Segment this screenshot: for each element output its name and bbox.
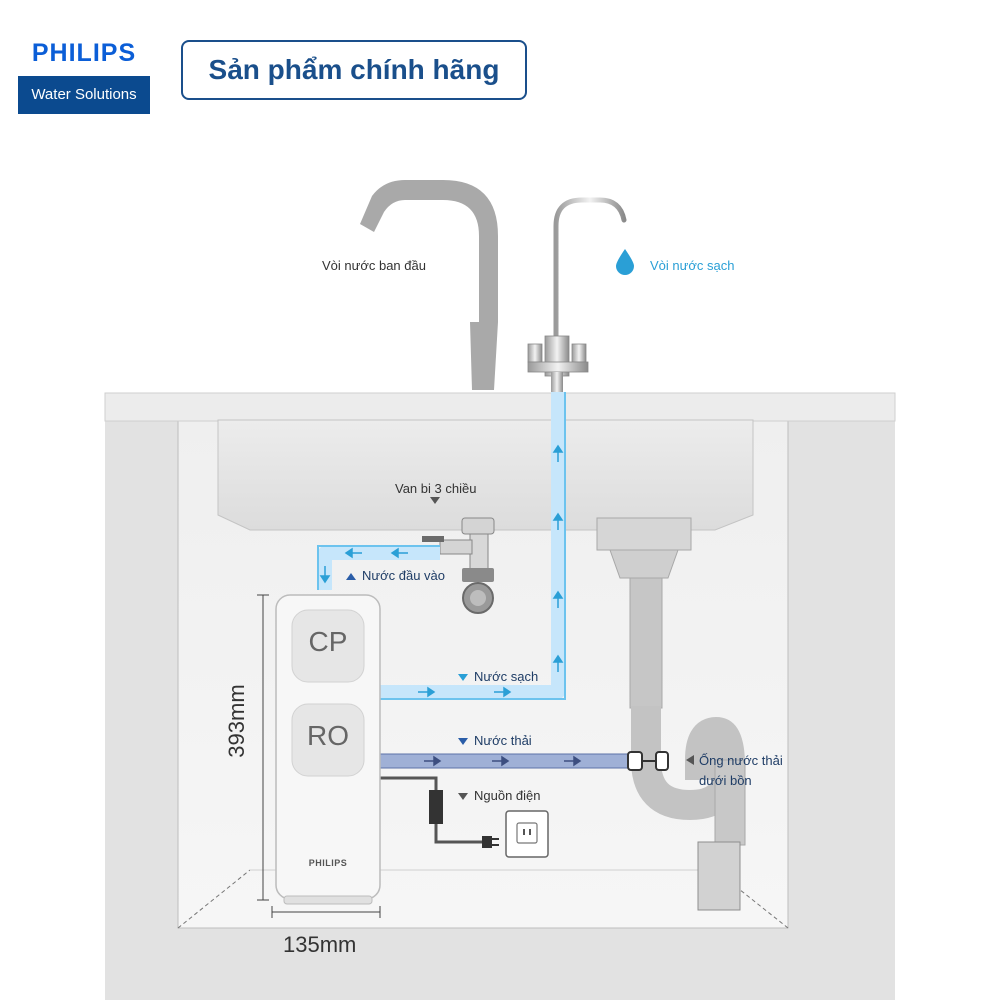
waste-pointer-icon <box>458 738 468 745</box>
label-drain-line2: dưới bồn <box>699 773 752 788</box>
logo-subtitle: Water Solutions <box>18 76 150 114</box>
drain-outlet <box>714 759 746 846</box>
dimension-height: 393mm <box>224 684 249 758</box>
cabinet-perspective-left <box>177 869 251 929</box>
waste-arrow-2 <box>492 755 510 767</box>
label-inlet: Nước đầu vào <box>362 568 445 583</box>
clean-pointer-icon <box>458 674 468 681</box>
label-power: Nguồn điện <box>474 788 541 803</box>
logo-wordmark: PHILIPS <box>31 39 137 67</box>
label-waste-water: Nước thải <box>474 733 532 748</box>
flow-arrow-left-1 <box>390 547 408 559</box>
filter-cp-panel <box>291 609 365 683</box>
filter-ro-panel <box>291 703 365 777</box>
drain-saddle-clamp <box>627 751 669 771</box>
genuine-product-badge: Sản phẩm chính hãng <box>181 40 527 100</box>
label-valve: Van bi 3 chiều <box>395 481 477 496</box>
height-dimension-line <box>257 594 269 901</box>
flow-arrow-down-1 <box>319 566 331 584</box>
label-clean-water: Nước sạch <box>474 669 539 684</box>
waste-flow-arrows <box>424 755 582 767</box>
clean-faucet-base <box>527 361 589 373</box>
clean-faucet-handle-left <box>527 343 543 363</box>
philips-logo: PHILIPS Water Solutions <box>18 38 150 114</box>
flow-arrow-up-1 <box>552 444 564 462</box>
wall-outlet-face <box>516 822 538 844</box>
flow-arrow-left-2 <box>344 547 362 559</box>
drain-flange <box>596 517 692 551</box>
valve-bottom <box>462 568 494 582</box>
clean-flow-arrows <box>319 444 564 698</box>
water-drop-icon <box>616 249 634 275</box>
power-plug <box>482 836 492 848</box>
valve-top <box>461 517 495 535</box>
flow-arrow-up-3 <box>552 590 564 608</box>
purifier-brand-label: PHILIPS <box>308 858 348 868</box>
flow-arrow-up-2 <box>552 512 564 530</box>
countertop <box>104 392 896 422</box>
valve-side-port <box>439 539 473 555</box>
dimension-width: 135mm <box>283 932 357 957</box>
width-dimension-line <box>271 906 381 918</box>
clean-faucet-neck <box>553 197 627 351</box>
label-clean-faucet: Vòi nước sạch <box>650 258 735 273</box>
drain-pointer-icon <box>686 755 694 765</box>
flow-arrow-right-2 <box>494 686 512 698</box>
clean-water-tube <box>378 392 565 699</box>
clean-water-tube-edge <box>378 392 566 700</box>
drain-vertical <box>629 577 663 709</box>
sink-bowl <box>217 419 754 531</box>
drain-neck <box>609 549 679 579</box>
inlet-water-tube-edge <box>317 545 440 590</box>
clean-faucet-handle-right <box>571 343 587 363</box>
valve-pointer-icon <box>430 497 440 504</box>
flow-arrow-right-1 <box>418 686 436 698</box>
power-pointer-icon <box>458 793 468 800</box>
purifier-base <box>283 895 373 905</box>
drain-floor-box <box>697 841 741 911</box>
clean-faucet-stem <box>551 372 563 392</box>
filter-cp-label: CP <box>308 626 348 657</box>
valve-knob-inner <box>470 590 486 606</box>
waste-arrow-3 <box>564 755 582 767</box>
label-original-faucet: Vòi nước ban đầu <box>322 258 426 273</box>
inlet-pointer-icon <box>346 573 356 580</box>
valve-lever <box>422 536 444 542</box>
original-faucet-shape <box>360 180 498 390</box>
label-drain-line1: Ống nước thải <box>699 753 783 768</box>
waste-arrow-1 <box>424 755 442 767</box>
filter-ro-label: RO <box>307 720 349 751</box>
power-adapter <box>429 790 443 824</box>
flow-arrow-up-4 <box>552 654 564 672</box>
